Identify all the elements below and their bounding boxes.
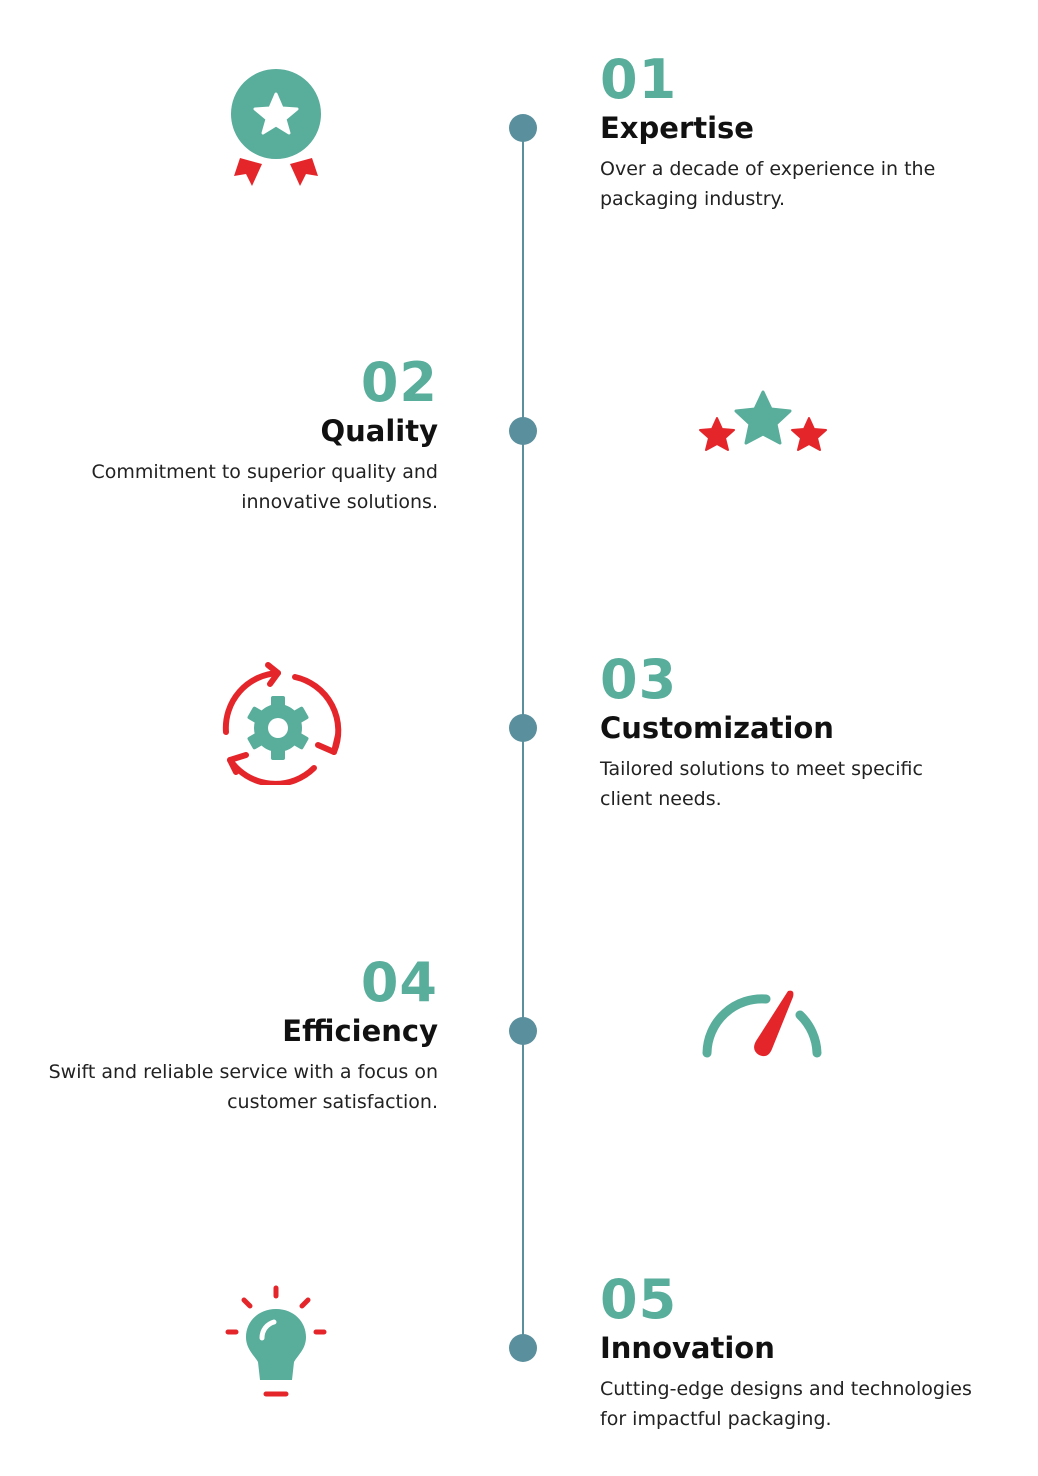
lightbulb-icon: [225, 1285, 327, 1397]
item-number: 04: [360, 951, 438, 1014]
item-title: Quality: [320, 414, 438, 448]
three-stars-icon: [699, 390, 827, 451]
item-title: Efficiency: [282, 1014, 438, 1048]
timeline-dot-2: [509, 417, 537, 445]
item-number: 03: [600, 648, 678, 711]
item-description: Over a decade of experience in the packa…: [600, 158, 936, 210]
timeline-item-1: 01 Expertise Over a decade of experience…: [600, 52, 960, 214]
timeline-dot-1: [509, 114, 537, 142]
item-description: Tailored solutions to meet specific clie…: [600, 758, 923, 810]
timeline-item-4: 04 Efficiency Swift and reliable service…: [38, 955, 438, 1117]
item-title: Innovation: [600, 1331, 775, 1365]
item-description: Swift and reliable service with a focus …: [48, 1061, 438, 1113]
item-description: Cutting-edge designs and technologies fo…: [600, 1378, 972, 1430]
item-title: Expertise: [600, 111, 754, 145]
timeline-item-3: 03 Customization Tailored solutions to m…: [600, 652, 950, 814]
timeline-item-2: 02 Quality Commitment to superior qualit…: [38, 355, 438, 517]
award-medal-icon: [229, 67, 323, 186]
timeline-dot-4: [509, 1017, 537, 1045]
item-description: Commitment to superior quality and innov…: [91, 461, 438, 513]
item-number: 05: [600, 1268, 678, 1331]
timeline-item-5: 05 Innovation Cutting-edge designs and t…: [600, 1272, 1000, 1434]
timeline-dot-3: [509, 714, 537, 742]
item-number: 01: [600, 48, 678, 111]
speedometer-icon: [702, 990, 822, 1058]
item-number: 02: [360, 351, 438, 414]
timeline-dot-5: [509, 1334, 537, 1362]
item-title: Customization: [600, 711, 834, 745]
gear-cycle-icon: [222, 662, 342, 785]
